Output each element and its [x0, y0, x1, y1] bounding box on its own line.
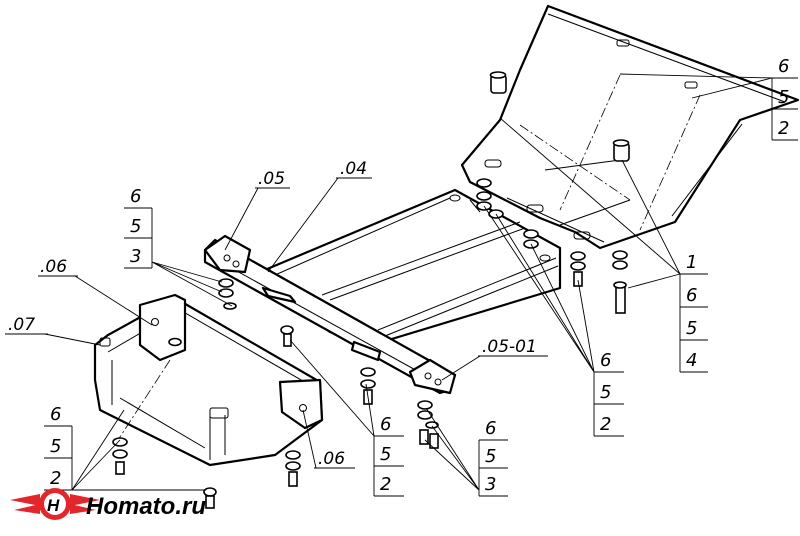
- part-labels: .05 .04 .06 .07 .05-01 .06: [5, 159, 548, 469]
- callout-number: 2: [380, 474, 391, 495]
- spacer-bushing-left: [489, 71, 507, 94]
- callout-number: 3: [130, 246, 141, 267]
- callout-stack-right-mid: 1 6 5 4: [499, 117, 708, 373]
- top-skid-plate: [460, 4, 800, 250]
- callout-number: 5: [686, 318, 697, 339]
- label-part-07: .07: [8, 315, 35, 335]
- lower-bracket-plate: [93, 293, 324, 467]
- callout-number: 5: [778, 87, 789, 108]
- callout-number: 4: [686, 350, 697, 371]
- logo-emblem-letter: H: [47, 496, 60, 515]
- label-part-06-bottom: .06: [318, 449, 345, 469]
- callout-stack-left-top: 6 5 3: [124, 186, 233, 307]
- callout-number: 6: [50, 404, 61, 425]
- callout-number: 6: [778, 56, 789, 77]
- middle-plate: [258, 188, 562, 347]
- callout-number: 5: [50, 436, 61, 457]
- callout-number: 2: [778, 118, 789, 139]
- callout-number: 6: [130, 186, 141, 207]
- callout-stack-top-right: 6 5 2: [619, 56, 798, 141]
- callout-number: 6: [380, 414, 391, 435]
- callout-number: 5: [130, 216, 141, 237]
- label-part-06-top: .06: [40, 257, 67, 277]
- callout-number: 2: [600, 414, 611, 435]
- callout-stack-bottom-right: 6 5 3: [424, 407, 508, 497]
- callout-number: 5: [380, 444, 391, 465]
- callout-number: 3: [485, 474, 496, 495]
- label-part-05: .05: [258, 169, 285, 189]
- spacer-bushing-right: [612, 139, 630, 162]
- fasteners: [112, 178, 628, 509]
- callout-stacks: 6 5 2 1 6 5 4 6 5 3 6 5 2: [44, 56, 798, 497]
- label-part-05-01: .05-01: [482, 337, 537, 357]
- callout-number: 5: [485, 446, 496, 467]
- callout-stack-center-right: 6 5 2: [483, 205, 624, 437]
- callout-stack-bottom-left: 6 5 2: [44, 404, 205, 491]
- callout-number: 6: [600, 350, 611, 371]
- cross-member: [203, 234, 457, 395]
- logo-wordmark: Homato.ru: [86, 493, 206, 520]
- callout-number: 2: [50, 468, 61, 489]
- callout-stack-center-low: 6 5 2: [289, 339, 404, 497]
- callout-number: 6: [686, 285, 697, 306]
- homato-logo: H Homato.ru: [10, 488, 206, 520]
- label-part-04: .04: [340, 159, 367, 179]
- callout-number: 5: [600, 382, 611, 403]
- callout-number: 1: [686, 252, 697, 273]
- logo-wing-emblem: H: [10, 488, 100, 520]
- callout-number: 6: [485, 418, 496, 439]
